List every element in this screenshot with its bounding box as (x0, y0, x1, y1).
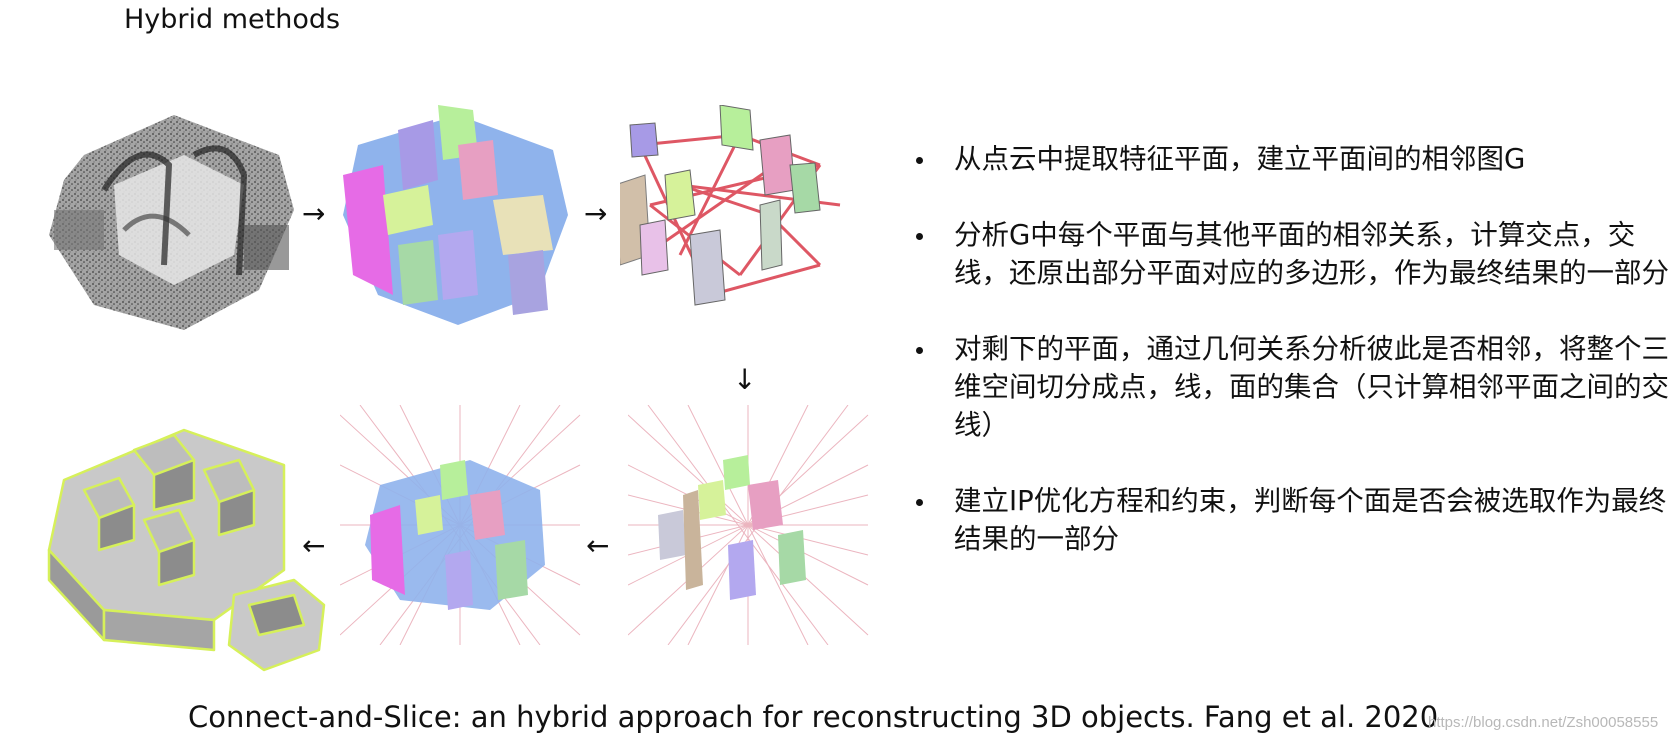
candidate-faces-figure (340, 405, 585, 645)
bullet-item: 建立IP优化方程和约束，判断每个面是否会被选取作为最终结果的一部分 (912, 482, 1672, 558)
bullet-dot-icon (916, 157, 923, 164)
bullet-list: 从点云中提取特征平面，建立平面间的相邻图G 分析G中每个平面与其他平面的相邻关系… (912, 140, 1672, 596)
segmented-planes-figure (338, 105, 583, 330)
watermark-url: https://blog.csdn.net/Zsh00058555 (1428, 714, 1659, 731)
space-partition-figure (628, 405, 873, 645)
bullet-text: 从点云中提取特征平面，建立平面间的相邻图G (954, 143, 1526, 175)
bullet-dot-icon (916, 347, 923, 354)
bullet-text: 对剩下的平面，通过几何关系分析彼此是否相邻，将整个三维空间切分成点，线，面的集合… (954, 333, 1669, 441)
arrow-right-2: → (584, 197, 608, 230)
bullet-item: 分析G中每个平面与其他平面的相邻关系，计算交点，交线，还原出部分平面对应的多边形… (912, 216, 1672, 292)
arrow-left-1: ← (586, 529, 610, 562)
arrow-right-1: → (302, 197, 326, 230)
adjacency-graph-figure (620, 105, 865, 340)
bullet-dot-icon (916, 499, 923, 506)
arrow-left-2: ← (302, 529, 326, 562)
bullet-item: 对剩下的平面，通过几何关系分析彼此是否相邻，将整个三维空间切分成点，线，面的集合… (912, 330, 1672, 444)
bullet-item: 从点云中提取特征平面，建立平面间的相邻图G (912, 140, 1672, 178)
bullet-dot-icon (916, 233, 923, 240)
slide-title: Hybrid methods (124, 4, 341, 35)
citation-caption: Connect-and-Slice: an hybrid approach fo… (188, 700, 1439, 734)
final-mesh-figure (44, 410, 334, 680)
arrow-down: ↓ (733, 363, 757, 396)
bullet-text: 分析G中每个平面与其他平面的相邻关系，计算交点，交线，还原出部分平面对应的多边形… (954, 219, 1669, 289)
point-cloud-figure (44, 115, 299, 335)
bullet-text: 建立IP优化方程和约束，判断每个面是否会被选取作为最终结果的一部分 (954, 485, 1667, 555)
